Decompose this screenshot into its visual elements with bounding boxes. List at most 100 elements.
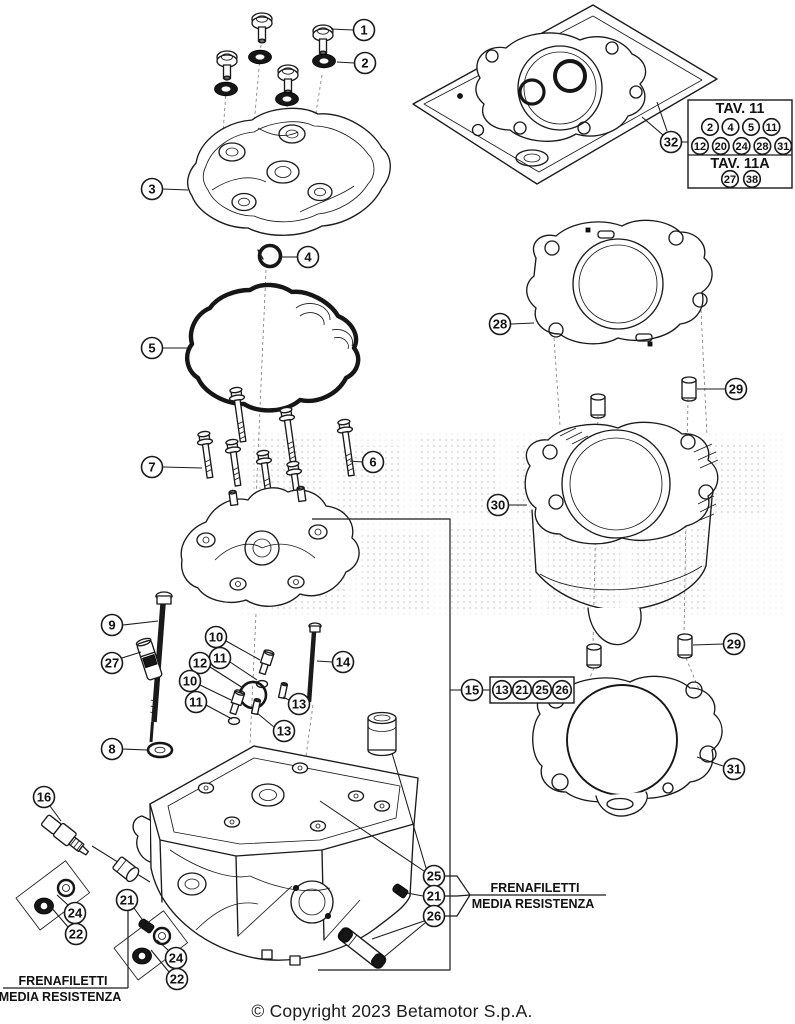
cover-screws-drawing	[216, 12, 334, 95]
kit-item-25	[531, 679, 553, 701]
callout-24: 24	[56, 894, 87, 925]
callout-7: 7	[140, 455, 203, 479]
callout-29: 29	[692, 632, 746, 656]
gasket-kit-sheet-drawing	[412, 4, 718, 185]
svg-text:10: 10	[183, 673, 197, 688]
cylinder-drawing	[524, 421, 719, 646]
washer-drawing	[146, 741, 174, 759]
dowel-bushings-drawing	[586, 376, 697, 669]
svg-text:1: 1	[360, 22, 367, 37]
tav-item-5	[741, 117, 761, 137]
valve-adjuster-parts-drawing	[227, 649, 289, 726]
svg-text:25: 25	[427, 868, 441, 883]
callout-9: 9	[100, 613, 159, 637]
svg-text:15: 15	[465, 682, 479, 697]
head-bolts-drawing	[196, 386, 355, 509]
base-gasket-drawing	[532, 675, 723, 817]
callout-5: 5	[140, 336, 188, 360]
svg-text:11: 11	[189, 694, 203, 709]
svg-text:4: 4	[727, 122, 734, 134]
svg-text:12: 12	[193, 655, 207, 670]
tav-item-27	[720, 169, 740, 189]
valve-guide-drawing	[135, 637, 163, 681]
tav-11-title: TAV. 11	[716, 101, 765, 117]
copyright-text: © Copyright 2023 Betamotor S.p.A.	[251, 1001, 532, 1021]
callout-16: 16	[32, 785, 62, 822]
svg-text:21: 21	[120, 892, 134, 907]
svg-text:13: 13	[277, 723, 291, 738]
svg-text:9: 9	[108, 617, 115, 632]
seal-ring-drawing	[257, 243, 283, 269]
callout-2: 2	[336, 51, 377, 75]
svg-text:5: 5	[748, 122, 754, 134]
kit-item-13	[491, 679, 513, 701]
svg-text:28: 28	[756, 141, 768, 153]
callout-21: 21	[406, 884, 446, 908]
temp-sensor-drawing	[40, 814, 151, 883]
callout-1: 1	[330, 18, 376, 42]
svg-text:4: 4	[304, 249, 312, 264]
callout-8: 8	[100, 737, 148, 761]
cover-gasket-drawing	[185, 282, 361, 413]
svg-text:27: 27	[105, 655, 119, 670]
svg-text:8: 8	[108, 741, 115, 756]
callout-28: 28	[488, 312, 535, 336]
valve-cover-drawing	[186, 107, 391, 236]
svg-text:13: 13	[292, 696, 306, 711]
callout-11: 11	[208, 646, 258, 681]
callout-3: 3	[140, 177, 189, 201]
svg-text:16: 16	[37, 789, 51, 804]
svg-text:7: 7	[148, 459, 155, 474]
assembly-bracket-line	[312, 518, 451, 971]
tav-item-12	[690, 136, 710, 156]
svg-text:29: 29	[727, 636, 741, 651]
cam-bridge-drawing	[180, 485, 360, 607]
svg-text:26: 26	[555, 683, 569, 697]
kit-item-21	[511, 679, 533, 701]
right-note-line2: MEDIA RESISTENZA	[472, 897, 594, 911]
bucket-tappet-drawing	[367, 711, 397, 757]
svg-text:21: 21	[427, 888, 441, 903]
tav-item-4	[721, 117, 740, 137]
valve-cap-left-drawing	[138, 918, 155, 934]
svg-text:5: 5	[148, 340, 155, 355]
callout-29: 29	[697, 377, 748, 401]
svg-text:25: 25	[535, 683, 549, 697]
callout-22: 22	[150, 949, 189, 991]
svg-text:22: 22	[170, 971, 184, 986]
svg-text:24: 24	[169, 950, 184, 965]
svg-text:38: 38	[746, 174, 758, 186]
svg-text:11: 11	[213, 650, 227, 665]
right-note-line1: FRENAFILETTI	[491, 881, 580, 895]
svg-text:31: 31	[727, 761, 741, 776]
kit-item-26	[551, 679, 573, 701]
callout-13: 13	[256, 712, 296, 743]
callout-22: 22	[49, 905, 88, 946]
svg-text:31: 31	[777, 141, 789, 153]
callout-10: 10	[178, 669, 232, 701]
callout-14: 14	[316, 650, 355, 674]
svg-text:10: 10	[209, 629, 223, 644]
svg-text:30: 30	[491, 497, 505, 512]
callout-30: 30	[486, 493, 527, 517]
svg-text:28: 28	[493, 316, 507, 331]
svg-text:20: 20	[715, 141, 727, 153]
svg-text:24: 24	[735, 141, 748, 153]
thread-locker-note-left: FRENAFILETTI MEDIA RESISTENZA	[0, 974, 121, 1004]
tappet-pin-drawing	[337, 927, 387, 969]
callout-26: 26	[371, 904, 446, 958]
svg-text:13: 13	[495, 683, 509, 697]
callout-12: 12	[188, 651, 244, 689]
hex-plug-drawing	[112, 856, 140, 883]
callout-21: 21	[115, 888, 145, 923]
callout-24: 24	[156, 939, 188, 970]
svg-text:32: 32	[664, 134, 678, 149]
tav-item-20	[711, 136, 730, 156]
callout-32: 32	[641, 101, 688, 154]
nut-washer-kit-a-drawing	[15, 860, 91, 931]
left-note-line2: MEDIA RESISTENZA	[0, 990, 121, 1004]
left-note-lines	[3, 911, 129, 989]
svg-text:3: 3	[148, 181, 155, 196]
svg-text:6: 6	[369, 454, 376, 469]
